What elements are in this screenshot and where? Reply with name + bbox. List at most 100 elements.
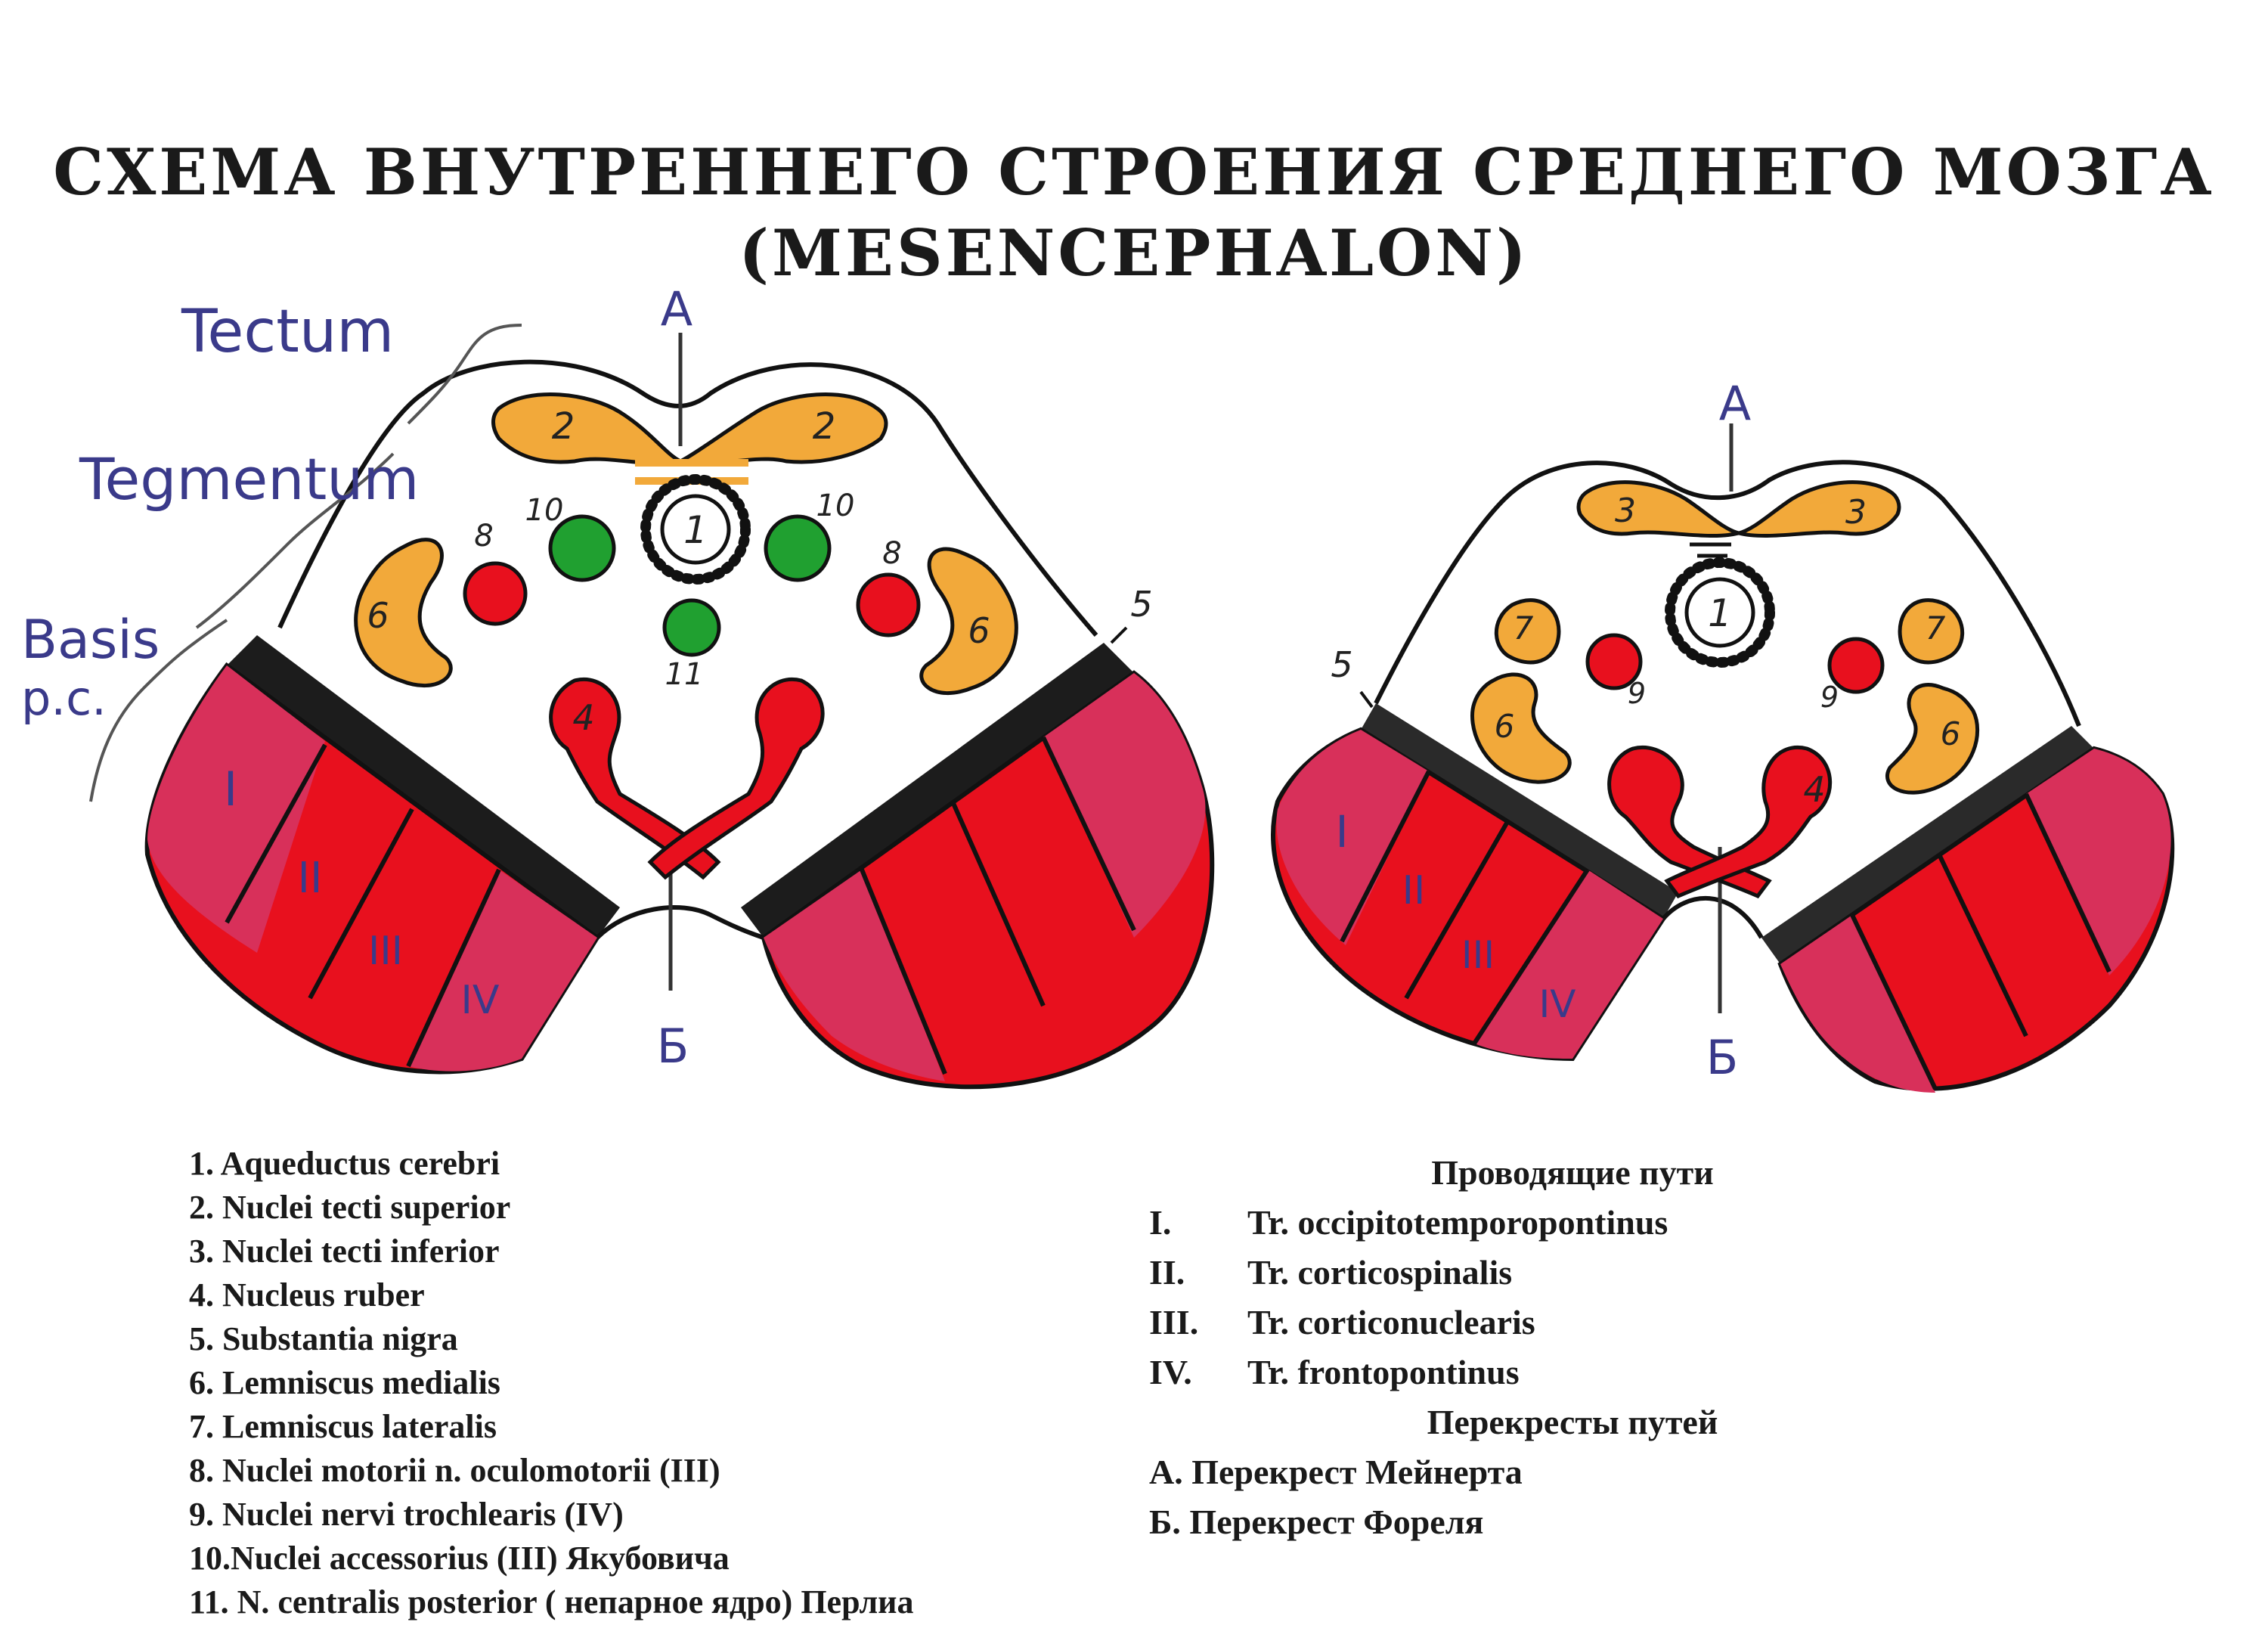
left-basis-left xyxy=(144,635,620,1075)
num-5-right: 5 xyxy=(1331,644,1352,685)
label-basis-pc: p.c. xyxy=(21,671,107,726)
nucleus-6-left xyxy=(354,538,453,688)
num-10-left-b: 10 xyxy=(816,488,855,523)
label-tegmentum: Tegmentum xyxy=(79,445,419,513)
nucleus-6-right xyxy=(919,547,1018,696)
nucleus-2-left xyxy=(491,392,686,466)
num-1-right: 1 xyxy=(1708,591,1732,635)
legend-nucleus-item: 4. Nucleus ruber xyxy=(189,1276,425,1313)
legend-nucleus-item: 11. N. centralis posterior ( непарное яд… xyxy=(189,1583,914,1621)
legend-nucleus-item: 8. Nuclei motorii n. oculomotorii (III) xyxy=(189,1452,720,1489)
num-5-left: 5 xyxy=(1130,584,1152,625)
legend-path-text: Tr. frontopontinus xyxy=(1247,1353,1520,1391)
nucleus-7-right xyxy=(1898,598,1965,665)
left-axis-b: Б xyxy=(657,1019,689,1074)
legend-paths: Проводящие пути I. Tr. occipitotemporopon… xyxy=(1149,1148,1905,1547)
legend-path-item: I. Tr. occipitotemporopontinus xyxy=(1149,1198,1905,1248)
roman-4-left: IV xyxy=(461,978,500,1023)
num-7-right-a: 7 xyxy=(1514,609,1534,647)
page-subtitle: (MESENCEPHALON) xyxy=(739,216,1529,290)
num-3-right-a: 3 xyxy=(1615,492,1636,530)
left-axis-a: A xyxy=(661,281,692,337)
legend-nucleus-item: 9. Nuclei nervi trochlearis (IV) xyxy=(189,1496,624,1533)
basis-brace xyxy=(89,619,228,802)
right-section xyxy=(1271,423,2175,1093)
roman-2-right: II xyxy=(1402,868,1426,913)
num-4-left: 4 xyxy=(572,697,594,738)
num-4-right: 4 xyxy=(1803,769,1825,810)
nucleus-7-left xyxy=(1494,598,1561,665)
left-basis-right xyxy=(741,643,1215,1090)
aqueduct-left xyxy=(660,494,731,565)
num-7-right-b: 7 xyxy=(1926,609,1946,647)
legend-path-text: Tr. corticonuclearis xyxy=(1247,1303,1535,1341)
roman-2-left: II xyxy=(297,854,322,903)
legend-path-item: II. Tr. corticospinalis xyxy=(1149,1248,1905,1298)
num-6-left-b: 6 xyxy=(968,610,990,651)
legend-path-item: III. Tr. corticonuclearis xyxy=(1149,1298,1905,1348)
num-6-right-a: 6 xyxy=(1495,708,1515,745)
nucleus-9-left xyxy=(1585,633,1643,690)
num-8-left-b: 8 xyxy=(882,536,901,571)
num-8-left-a: 8 xyxy=(474,519,493,554)
legend-path-num: IV. xyxy=(1149,1353,1192,1391)
num-6-right-b: 6 xyxy=(1941,715,1961,752)
num-1-left: 1 xyxy=(683,508,708,552)
nucleus-8-left xyxy=(463,561,528,626)
nucleus-4-left-b xyxy=(1607,746,1772,899)
nucleus-3-left xyxy=(1576,480,1740,538)
legend-path-num: III. xyxy=(1149,1303,1199,1341)
legend-nucleus-item: 1. Aqueductus cerebri xyxy=(189,1145,500,1182)
roman-3-right: III xyxy=(1461,933,1495,977)
legend-cross-item: А. Перекрест Мейнерта xyxy=(1149,1453,1523,1491)
right-axis-b: Б xyxy=(1706,1030,1739,1085)
num-11: 11 xyxy=(665,657,704,692)
roman-4-right: IV xyxy=(1539,982,1576,1026)
legend-nucleus-item: 7. Lemniscus lateralis xyxy=(189,1408,497,1445)
nucleus-9-right xyxy=(1827,637,1885,694)
basis-black-band-left xyxy=(227,635,620,938)
legend-path-text: Tr. occipitotemporopontinus xyxy=(1247,1203,1668,1242)
legend-nucleus-item: 5. Substantia nigra xyxy=(189,1320,458,1357)
nucleus-4-right xyxy=(647,678,825,880)
nucleus-6-left-b xyxy=(1470,672,1572,784)
left-section xyxy=(144,333,1215,1090)
page-title: СХЕМА ВНУТРЕННЕГО СТРОЕНИЯ СРЕДНЕГО МОЗГ… xyxy=(53,135,2215,209)
legend-path-num: II. xyxy=(1149,1253,1185,1292)
num-9-right-b: 9 xyxy=(1820,681,1839,714)
nucleus-4-left xyxy=(549,678,721,880)
nucleus-10-left xyxy=(548,514,616,582)
nucleus-2-right xyxy=(674,392,888,466)
right-axis-a: A xyxy=(1719,376,1751,431)
num-2-left-b: 2 xyxy=(813,405,836,448)
legend-path-text: Tr. corticospinalis xyxy=(1247,1253,1513,1292)
aqueduct-right-dots xyxy=(1665,557,1775,668)
legend-nucleus-item: 6. Lemniscus medialis xyxy=(189,1364,500,1401)
roman-3-left: III xyxy=(368,929,403,974)
aqueduct-right xyxy=(1684,577,1755,648)
nucleus-3-right xyxy=(1738,480,1901,538)
num-2-left-a: 2 xyxy=(552,405,575,448)
nucleus-4-right-b xyxy=(1664,746,1833,899)
num-3-right-b: 3 xyxy=(1845,493,1867,532)
basis-black-band-right xyxy=(741,643,1134,938)
roman-1-right: I xyxy=(1335,806,1348,858)
legend-nucleus-item: 3. Nuclei tecti inferior xyxy=(189,1233,500,1270)
legend-nucleus-item: 2. Nuclei tecti superior xyxy=(189,1189,511,1226)
nucleus-8-right xyxy=(856,572,921,637)
num-10-left-a: 10 xyxy=(525,493,564,528)
legend-path-num: I. xyxy=(1149,1203,1172,1242)
legend-paths-header: Проводящие пути xyxy=(1431,1153,1714,1192)
right-outline xyxy=(1374,460,2081,727)
legend-path-item: IV. Tr. frontopontinus xyxy=(1149,1348,1905,1397)
nucleus-10-right xyxy=(764,514,832,582)
label-basis: Basis xyxy=(21,609,160,671)
nucleus-11 xyxy=(662,598,721,657)
left-outline xyxy=(277,359,1098,637)
nucleus-6-right-b xyxy=(1885,683,1980,795)
num-9-right-a: 9 xyxy=(1628,677,1646,710)
legend-nuclei: 1. Aqueductus cerebri 2. Nuclei tecti sup… xyxy=(189,1142,913,1624)
roman-1-left: I xyxy=(224,761,237,817)
label-tectum: Tectum xyxy=(181,298,394,366)
